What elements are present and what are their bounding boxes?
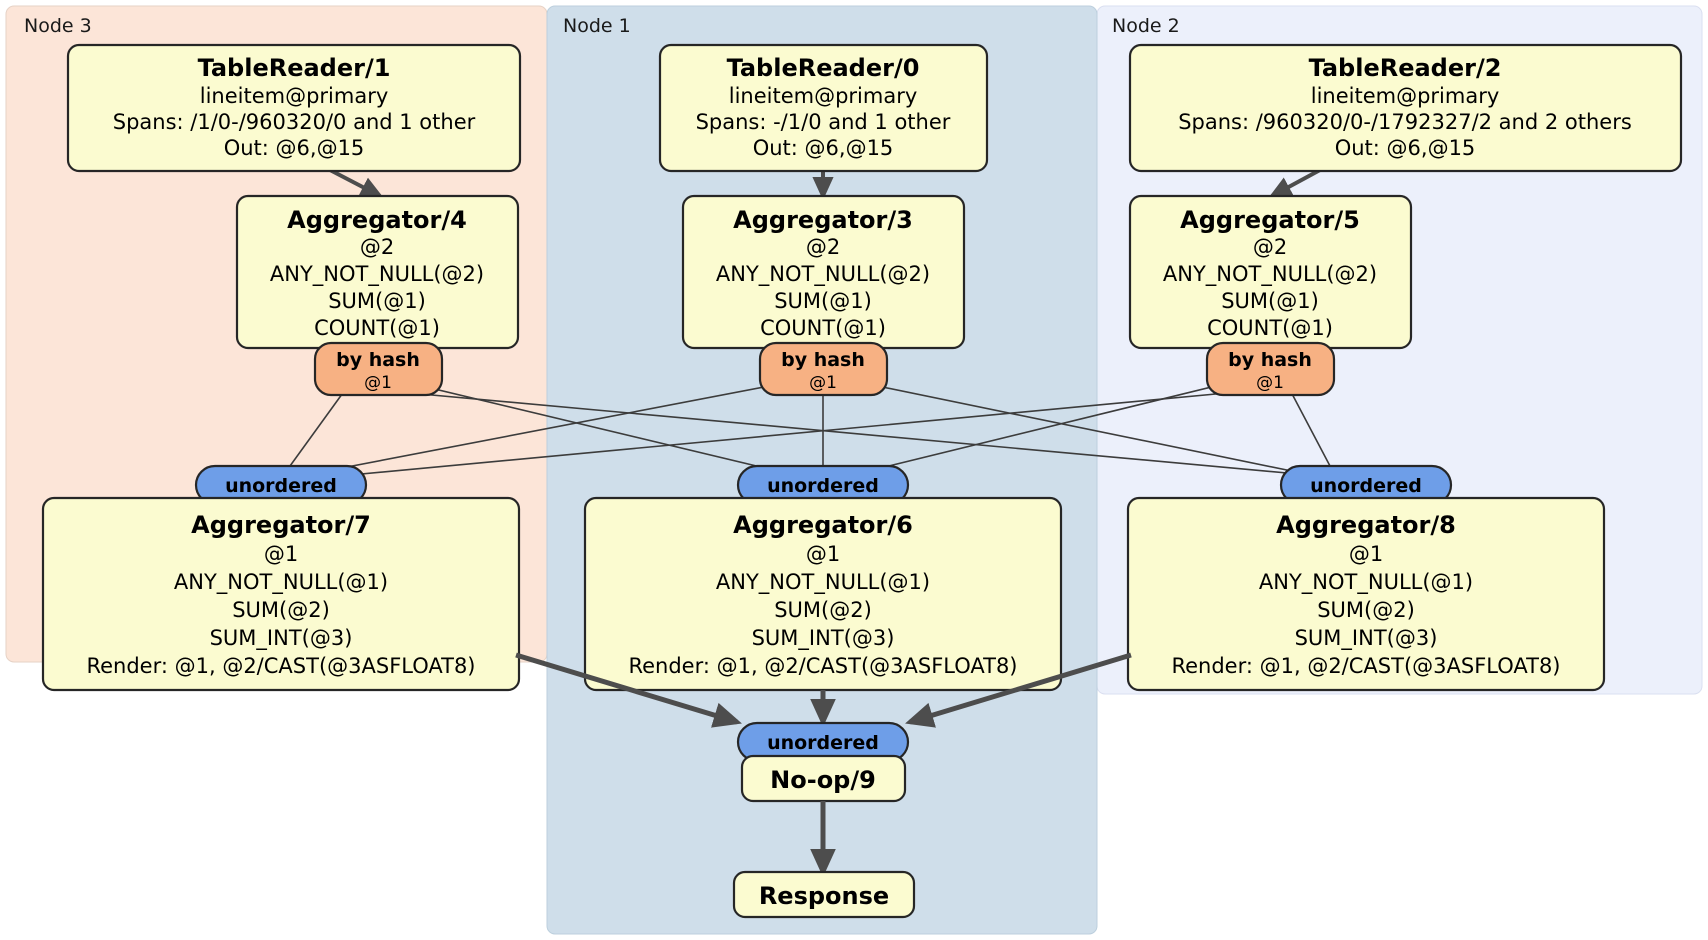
aggregator-3-title: Aggregator/3 <box>733 206 913 234</box>
aggregator-7-line-1: ANY_NOT_NULL(@1) <box>174 570 388 595</box>
processor-aggregator-8[interactable]: Aggregator/8 @1 ANY_NOT_NULL(@1) SUM(@2)… <box>1126 496 1606 692</box>
tablereader-1-line-1: Spans: /1/0-/960320/0 and 1 other <box>113 110 476 134</box>
processor-tablereader-2[interactable]: TableReader/2 lineitem@primary Spans: /9… <box>1128 43 1683 173</box>
by-hash-right-title: by hash <box>1228 349 1312 371</box>
processor-aggregator-6[interactable]: Aggregator/6 @1 ANY_NOT_NULL(@1) SUM(@2)… <box>583 496 1063 692</box>
by-hash-left-title: by hash <box>336 349 420 371</box>
processor-aggregator-5[interactable]: Aggregator/5 @2 ANY_NOT_NULL(@2) SUM(@1)… <box>1128 194 1413 350</box>
aggregator-4-line-3: COUNT(@1) <box>314 316 440 340</box>
by-hash-mid-title: by hash <box>781 349 865 371</box>
aggregator-4-line-2: SUM(@1) <box>328 289 426 313</box>
badge-unordered-left[interactable]: unordered <box>194 464 368 506</box>
tablereader-2-line-1: Spans: /960320/0-/1792327/2 and 2 others <box>1178 110 1632 134</box>
tablereader-1-line-2: Out: @6,@15 <box>224 136 365 160</box>
aggregator-4-title: Aggregator/4 <box>287 206 467 234</box>
edge-hashmid-to-unorderedright <box>857 381 1317 477</box>
by-hash-mid-shape <box>758 341 889 397</box>
aggregator-3-line-2: SUM(@1) <box>774 289 872 313</box>
aggregator-3-line-1: ANY_NOT_NULL(@2) <box>716 262 930 287</box>
panel-node1-label: Node 1 <box>563 15 631 37</box>
processor-aggregator-7[interactable]: Aggregator/7 @1 ANY_NOT_NULL(@1) SUM(@2)… <box>41 496 521 692</box>
by-hash-left-shape <box>313 341 444 397</box>
aggregator-3-line-3: COUNT(@1) <box>760 316 886 340</box>
unordered-mid-title: unordered <box>767 475 879 497</box>
edge-hashright-to-unorderedright <box>1289 389 1331 467</box>
tablereader-0-title: TableReader/0 <box>727 54 920 82</box>
badge-by-hash-right[interactable]: by hash @1 <box>1205 341 1336 397</box>
aggregator-6-line-2: SUM(@2) <box>774 598 872 622</box>
aggregator-7-line-2: SUM(@2) <box>232 598 330 622</box>
panel-node2-label: Node 2 <box>1112 15 1180 37</box>
tablereader-1-box <box>66 43 522 173</box>
edge-hashright-to-unorderedmid <box>855 379 1241 475</box>
aggregator-5-line-3: COUNT(@1) <box>1207 316 1333 340</box>
tablereader-0-line-0: lineitem@primary <box>729 84 918 108</box>
edge-tablereader2-to-aggregator2 <box>1268 168 1321 199</box>
badge-by-hash-left[interactable]: by hash @1 <box>313 341 444 397</box>
tablereader-0-box <box>658 43 989 173</box>
badge-by-hash-mid[interactable]: by hash @1 <box>758 341 889 397</box>
aggregator-7-title: Aggregator/7 <box>191 511 371 539</box>
processor-noop-9[interactable]: No-op/9 <box>740 754 907 803</box>
processor-aggregator-3[interactable]: Aggregator/3 @2 ANY_NOT_NULL(@2) SUM(@1)… <box>681 194 966 350</box>
edge-tablereader1-to-aggregator4 <box>329 168 384 198</box>
unordered-left-title: unordered <box>225 475 337 497</box>
edge-aggregator8-to-final-unordered <box>905 652 1132 728</box>
aggregator-8-line-3: SUM_INT(@3) <box>1295 626 1438 651</box>
tablereader-2-title: TableReader/2 <box>1309 54 1502 82</box>
response-title: Response <box>759 882 889 910</box>
aggregator-6-title: Aggregator/6 <box>733 511 913 539</box>
aggregator-4-line-1: ANY_NOT_NULL(@2) <box>270 262 484 287</box>
tablereader-1-title: TableReader/1 <box>198 54 391 82</box>
by-hash-mid-sub: @1 <box>809 373 837 393</box>
noop-9-title: No-op/9 <box>770 766 876 794</box>
badge-unordered-mid[interactable]: unordered <box>736 464 910 506</box>
aggregator-7-line-0: @1 <box>264 542 298 566</box>
aggregator-6-line-3: SUM_INT(@3) <box>752 626 895 651</box>
unordered-final-title: unordered <box>767 732 879 754</box>
processor-aggregator-4[interactable]: Aggregator/4 @2 ANY_NOT_NULL(@2) SUM(@1)… <box>235 194 520 350</box>
aggregator-5-line-2: SUM(@1) <box>1221 289 1319 313</box>
tablereader-1-line-0: lineitem@primary <box>200 84 389 108</box>
tablereader-0-line-1: Spans: -/1/0 and 1 other <box>696 110 951 134</box>
tablereader-2-box <box>1128 43 1683 173</box>
aggregator-5-title: Aggregator/5 <box>1180 206 1360 234</box>
edge-hashleft-to-unorderedright <box>398 391 1299 475</box>
aggregator-7-box <box>41 496 521 692</box>
aggregator-6-line-0: @1 <box>806 542 840 566</box>
aggregator-8-line-1: ANY_NOT_NULL(@1) <box>1259 570 1473 595</box>
tablereader-0-line-2: Out: @6,@15 <box>753 136 894 160</box>
aggregator-7-line-4: Render: @1, @2/CAST(@3ASFLOAT8) <box>86 654 475 678</box>
by-hash-left-sub: @1 <box>364 373 392 393</box>
edge-aggregator7-to-final-unordered <box>515 652 742 728</box>
unordered-right-title: unordered <box>1310 475 1422 497</box>
edge-hashmid-to-unorderedleft <box>299 381 791 477</box>
aggregator-6-line-1: ANY_NOT_NULL(@1) <box>716 570 930 595</box>
processor-tablereader-0[interactable]: TableReader/0 lineitem@primary Spans: -/… <box>658 43 989 173</box>
edge-hashleft-to-unorderedleft <box>289 389 346 467</box>
aggregator-8-box <box>1126 496 1606 692</box>
tablereader-2-line-0: lineitem@primary <box>1311 84 1500 108</box>
aggregator-8-line-4: Render: @1, @2/CAST(@3ASFLOAT8) <box>1171 654 1560 678</box>
aggregator-6-line-4: Render: @1, @2/CAST(@3ASFLOAT8) <box>628 654 1017 678</box>
response-box <box>732 870 916 919</box>
panel-node3-label: Node 3 <box>24 15 92 37</box>
processor-response[interactable]: Response <box>732 870 916 919</box>
tablereader-2-line-2: Out: @6,@15 <box>1335 136 1476 160</box>
aggregator-4-line-0: @2 <box>360 235 394 259</box>
by-hash-right-sub: @1 <box>1256 373 1284 393</box>
aggregator-8-line-0: @1 <box>1349 542 1383 566</box>
aggregator-3-line-0: @2 <box>806 235 840 259</box>
aggregator-7-line-3: SUM_INT(@3) <box>210 626 353 651</box>
by-hash-right-shape <box>1205 341 1336 397</box>
aggregator-8-line-2: SUM(@2) <box>1317 598 1415 622</box>
edge-hashleft-to-unorderedmid <box>396 379 791 475</box>
aggregator-5-line-0: @2 <box>1253 235 1287 259</box>
processor-tablereader-1[interactable]: TableReader/1 lineitem@primary Spans: /1… <box>66 43 522 173</box>
aggregator-8-title: Aggregator/8 <box>1276 511 1456 539</box>
edge-hashright-to-unorderedleft <box>339 391 1238 477</box>
aggregator-5-line-1: ANY_NOT_NULL(@2) <box>1163 262 1377 287</box>
